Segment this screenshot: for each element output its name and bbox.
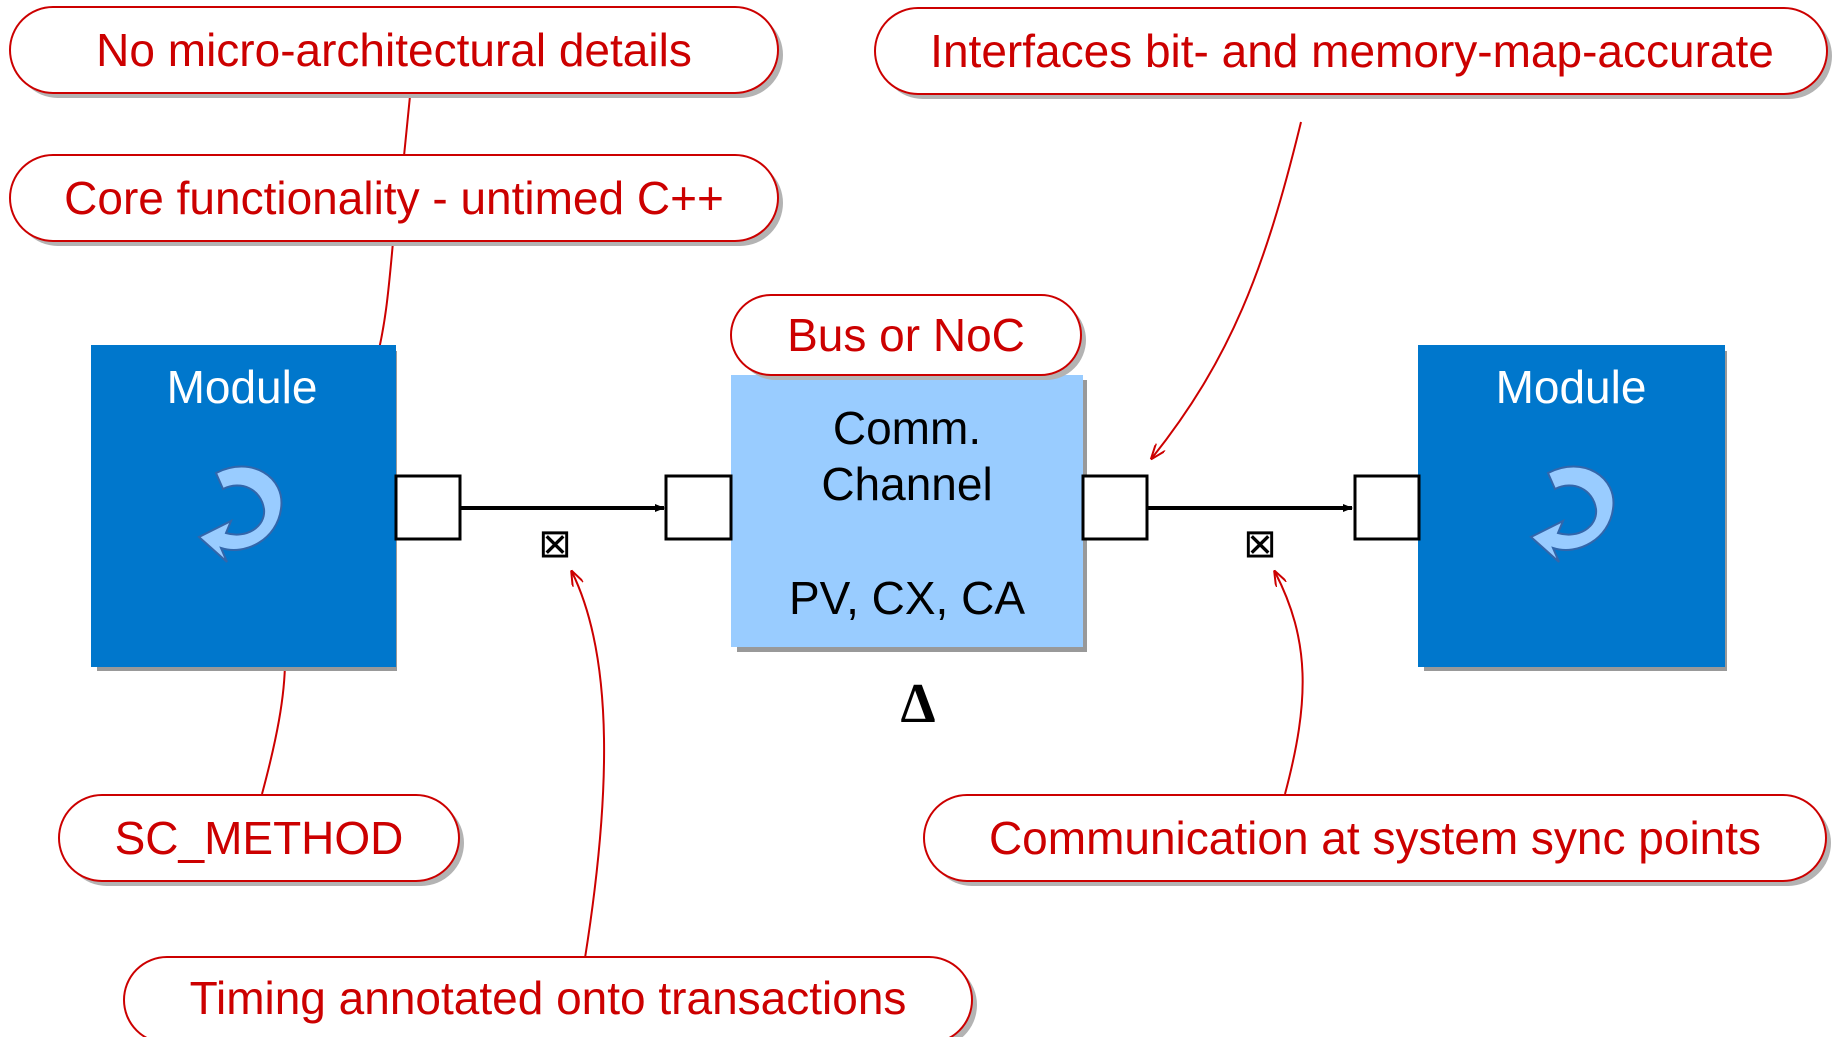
callout-communication-text: Communication at system sync points — [989, 812, 1761, 864]
channel-line-2: Channel — [821, 458, 992, 510]
delta-symbol: Δ — [900, 673, 935, 735]
callout-timing: Timing annotated onto transactions — [123, 956, 977, 1037]
callout-micro-arch: No micro-architectural details — [9, 6, 783, 98]
transaction-marker-right: ⊠ — [1243, 521, 1277, 567]
right-module: Module — [1418, 345, 1727, 671]
left-module-port — [394, 474, 462, 541]
callout-core-functionality-text: Core functionality - untimed C++ — [64, 172, 724, 224]
process-loop-icon — [1529, 465, 1615, 563]
callout-timing-text: Timing annotated onto transactions — [190, 972, 907, 1024]
leader-timing-to-marker — [572, 572, 606, 959]
left-module-label: Module — [167, 361, 318, 413]
leader-interfaces-to-port — [1152, 121, 1302, 458]
left-module: Module — [91, 345, 397, 671]
leader-micro-to-core — [403, 95, 411, 157]
channel-input-port — [664, 474, 733, 541]
channel-levels: PV, CX, CA — [789, 572, 1025, 624]
callout-core-functionality: Core functionality - untimed C++ — [9, 154, 783, 246]
callout-micro-arch-text: No micro-architectural details — [96, 24, 692, 76]
process-loop-icon — [197, 465, 283, 563]
right-module-label: Module — [1496, 361, 1647, 413]
callout-interfaces-text: Interfaces bit- and memory-map-accurate — [930, 25, 1774, 77]
comm-channel: Comm. Channel PV, CX, CA — [731, 375, 1087, 652]
callout-bus: Bus or NoC — [730, 294, 1086, 380]
transaction-marker-left: ⊠ — [538, 521, 572, 567]
callout-communication: Communication at system sync points — [923, 794, 1831, 886]
callout-sc-method: SC_METHOD — [58, 794, 464, 886]
callout-bus-text: Bus or NoC — [787, 309, 1025, 361]
leader-communication-to-marker — [1275, 572, 1304, 795]
channel-output-port — [1081, 474, 1149, 541]
callout-interfaces: Interfaces bit- and memory-map-accurate — [874, 7, 1832, 99]
channel-line-1: Comm. — [833, 402, 981, 454]
right-module-port — [1353, 474, 1421, 541]
callout-sc-method-text: SC_METHOD — [115, 812, 404, 864]
